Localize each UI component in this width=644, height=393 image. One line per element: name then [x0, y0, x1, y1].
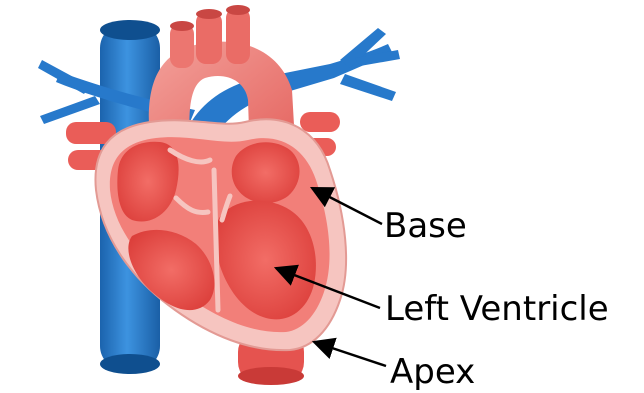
label-base: Base: [384, 209, 467, 243]
arrow-apex: [314, 342, 386, 366]
label-left-ventricle: Left Ventricle: [385, 292, 609, 326]
label-apex: Apex: [390, 355, 475, 389]
left-atrium: [232, 142, 300, 203]
